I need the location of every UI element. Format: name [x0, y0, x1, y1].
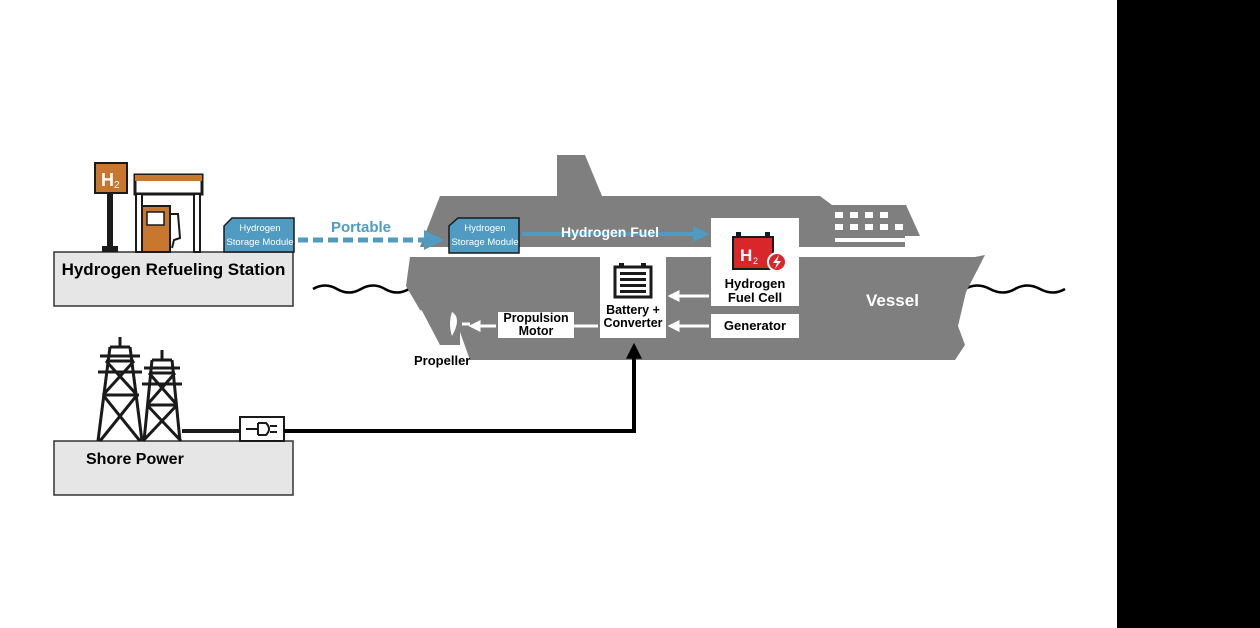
propeller-label: Propeller	[414, 353, 471, 368]
fuel-cell-label: Hydrogen Fuel Cell	[711, 277, 799, 304]
fuel-pump-icon	[133, 173, 204, 253]
battery-converter-label: Battery + Converter	[600, 303, 666, 331]
svg-text:2: 2	[114, 180, 120, 191]
plug-icon	[239, 416, 285, 442]
transmission-tower-icon	[96, 337, 183, 443]
storage-module-vessel-line2: Storage Module	[451, 237, 519, 248]
shore-power-label: Shore Power	[86, 451, 184, 468]
storage-module-station-label: Hydrogen Storage Module	[226, 220, 294, 252]
storage-module-vessel-box	[448, 217, 520, 254]
generator-label: Generator	[711, 314, 799, 338]
fuel-cell-line2: Fuel Cell	[727, 289, 783, 305]
battery-icon	[613, 263, 653, 299]
propulsion-motor-line2: Motor	[518, 324, 554, 339]
station-label: Hydrogen Refueling Station	[61, 260, 286, 279]
svg-text:H: H	[101, 170, 114, 190]
storage-module-vessel-line1: Hydrogen	[464, 223, 506, 235]
vessel-silhouette	[406, 155, 985, 360]
storage-module-station-box	[223, 217, 295, 253]
shore-power-cable-arrow	[284, 342, 642, 433]
svg-text:H: H	[740, 246, 752, 265]
svg-text:2: 2	[753, 256, 758, 266]
storage-module-station-line1: Hydrogen	[239, 223, 281, 235]
fuel-cell-line1: Hydrogen	[724, 276, 786, 291]
propulsion-motor-label: Propulsion Motor	[498, 311, 574, 339]
water-line-left	[312, 284, 410, 294]
right-black-band	[1117, 0, 1260, 628]
propulsion-motor-line1: Propulsion	[503, 311, 569, 325]
water-line-right	[964, 284, 1066, 294]
storage-module-vessel-label: Hydrogen Storage Module	[451, 220, 519, 252]
portable-label: Portable	[331, 219, 392, 236]
storage-module-station-line2: Storage Module	[226, 237, 294, 248]
vessel-windows	[835, 212, 917, 242]
hydrogen-fuel-label: Hydrogen Fuel	[561, 224, 660, 240]
station-panel	[53, 251, 294, 307]
battery-converter-line1: Battery +	[606, 303, 660, 317]
h2-sign-icon: H 2	[94, 162, 128, 252]
battery-converter-line2: Converter	[603, 316, 663, 331]
vessel-label: Vessel	[866, 291, 919, 310]
fuel-cell-battery-icon: H 2	[732, 232, 787, 272]
shore-power-panel	[53, 440, 294, 496]
